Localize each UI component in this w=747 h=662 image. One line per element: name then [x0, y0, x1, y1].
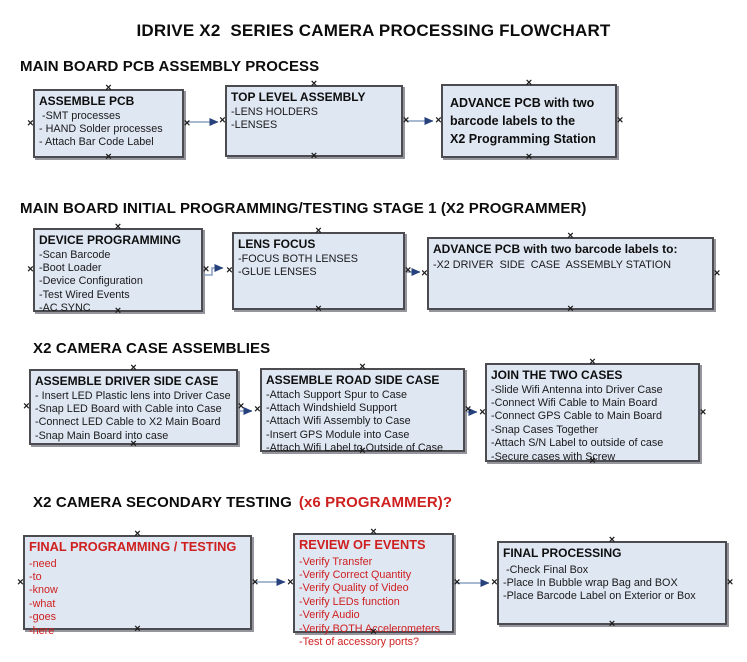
box-item: -Place In Bubble wrap Bag and BOX [503, 576, 678, 589]
section-heading-programmer-note: (x6 PROGRAMMER)? [298, 494, 453, 511]
box-item: -Attach Wifi Label to Outside of Case [266, 442, 444, 455]
box-item: -Boot Loader [39, 261, 102, 274]
flowchart-title: IDRIVE X2 SERIES CAMERA PROCESSING FLOWC… [136, 21, 611, 40]
box-item: -Connect Wifi Cable to Main Board [491, 396, 658, 409]
box-item: - Insert LED Plastic lens into Driver Ca… [35, 389, 231, 402]
box-item: -Connect GPS Cable to Main Board [491, 410, 663, 423]
box-item: -Test of accessory ports? [299, 635, 420, 648]
box-item: -Verify BOTH Accelerometers [299, 622, 440, 635]
box-item: -GLUE LENSES [238, 265, 317, 278]
arrow-programming-to-lensfocus [205, 264, 224, 276]
flow-box-assemble-road-side-case: ASSEMBLE ROAD SIDE CASE -Attach Support … [260, 368, 465, 455]
box-item: -Snap Main Board into case [35, 429, 169, 442]
box-item: -Scan Barcode [39, 248, 111, 261]
flow-box-lens-focus: LENS FOCUS -FOCUS BOTH LENSES -GLUE LENS… [232, 232, 405, 310]
box-item: -Device Configuration [39, 275, 143, 288]
box-item: - Attach Bar Code Label [39, 136, 154, 149]
flow-box-advance-pcb-programming-station: ADVANCE PCB with two barcode labels to t… [441, 84, 617, 158]
box-item: -AC SYNC [39, 302, 91, 315]
box-item: -here [29, 624, 55, 637]
box-item: -LENS HOLDERS [231, 105, 318, 118]
box-title: LENS FOCUS [238, 237, 316, 251]
box-item: -Attach Windshield Support [266, 401, 397, 414]
flow-box-advance-pcb-case-station: ADVANCE PCB with two barcode labels to: … [427, 237, 714, 310]
box-title: ASSEMBLE DRIVER SIDE CASE [35, 374, 219, 388]
box-item: -X2 DRIVER SIDE CASE ASSEMBLY STATION [433, 258, 671, 271]
box-title: ASSEMBLE PCB [39, 94, 135, 108]
box-title: ASSEMBLE ROAD SIDE CASE [266, 373, 440, 387]
box-item: -Attach Wifi Assembly to Case [266, 415, 411, 428]
section-heading-case-assemblies: X2 CAMERA CASE ASSEMBLIES [33, 340, 271, 357]
flow-box-review-of-events: REVIEW OF EVENTS -Verify Transfer -Verif… [293, 533, 454, 648]
flow-box-device-programming: DEVICE PROGRAMMING -Scan Barcode -Boot L… [33, 228, 203, 315]
flow-box-top-level-assembly: TOP LEVEL ASSEMBLY -LENS HOLDERS -LENSES [225, 85, 403, 157]
box-item: -Verify LEDs function [299, 595, 400, 608]
box-item: -Check Final Box [503, 563, 589, 576]
section-heading-initial-programming: MAIN BOARD INITIAL PROGRAMMING/TESTING S… [20, 200, 587, 217]
box-item: -Verify Correct Quantity [299, 568, 412, 581]
flow-box-join-the-two-cases: JOIN THE TWO CASES -Slide Wifi Antenna i… [485, 363, 700, 463]
box-item: -Verify Audio [299, 609, 360, 622]
box-title: JOIN THE TWO CASES [491, 368, 623, 382]
box-item: -Secure cases with Screw [491, 450, 616, 463]
box-item: -Place Barcode Label on Exterior or Box [503, 590, 696, 603]
box-item: -what [29, 597, 56, 610]
flow-box-final-programming-testing: FINAL PROGRAMMING / TESTING -need -to -k… [23, 535, 252, 637]
box-item: -Snap Cases Together [491, 423, 599, 436]
box-item: -Test Wired Events [39, 288, 130, 301]
box-item: -Connect LED Cable to X2 Main Board [35, 416, 221, 429]
box-item: -Verify Quality of Video [299, 582, 409, 595]
box-item: -FOCUS BOTH LENSES [238, 252, 358, 265]
box-item: -goes [29, 611, 57, 624]
box-title: FINAL PROCESSING [503, 546, 622, 560]
section-heading-secondary-testing-text: X2 CAMERA SECONDARY TESTING [33, 494, 292, 511]
box-item: -Slide Wifi Antenna into Driver Case [491, 383, 663, 396]
box-item: -to [29, 570, 42, 583]
box-item: -Attach Support Spur to Case [266, 388, 408, 401]
section-heading-secondary-testing: X2 CAMERA SECONDARY TESTING (x6 PROGRAMME… [33, 494, 452, 511]
box-title: DEVICE PROGRAMMING [39, 233, 182, 247]
box-title: TOP LEVEL ASSEMBLY [231, 90, 366, 104]
box-item: - HAND Solder processes [39, 122, 163, 135]
flow-box-assemble-pcb: ASSEMBLE PCB -SMT processes - HAND Solde… [33, 89, 184, 158]
box-title: REVIEW OF EVENTS [299, 537, 426, 552]
box-item: -Snap LED Board with Cable into Case [35, 402, 222, 415]
section-heading-pcb-assembly: MAIN BOARD PCB ASSEMBLY PROCESS [20, 58, 320, 75]
box-title: FINAL PROGRAMMING / TESTING [29, 539, 237, 554]
box-title: ADVANCE PCB with two barcode labels to t… [450, 96, 596, 146]
box-item: -Attach S/N Label to outside of case [491, 437, 664, 450]
flow-box-assemble-driver-side-case: ASSEMBLE DRIVER SIDE CASE - Insert LED P… [29, 369, 238, 445]
box-item: -SMT processes [39, 109, 121, 122]
box-item: -know [29, 584, 58, 597]
box-item: -Insert GPS Module into Case [266, 428, 410, 441]
box-title: ADVANCE PCB with two barcode labels to: [433, 242, 678, 256]
box-item: -Verify Transfer [299, 555, 373, 568]
box-item: -need [29, 557, 57, 570]
box-item: -LENSES [231, 118, 278, 131]
flow-box-final-processing: FINAL PROCESSING -Check Final Box -Place… [497, 541, 727, 625]
